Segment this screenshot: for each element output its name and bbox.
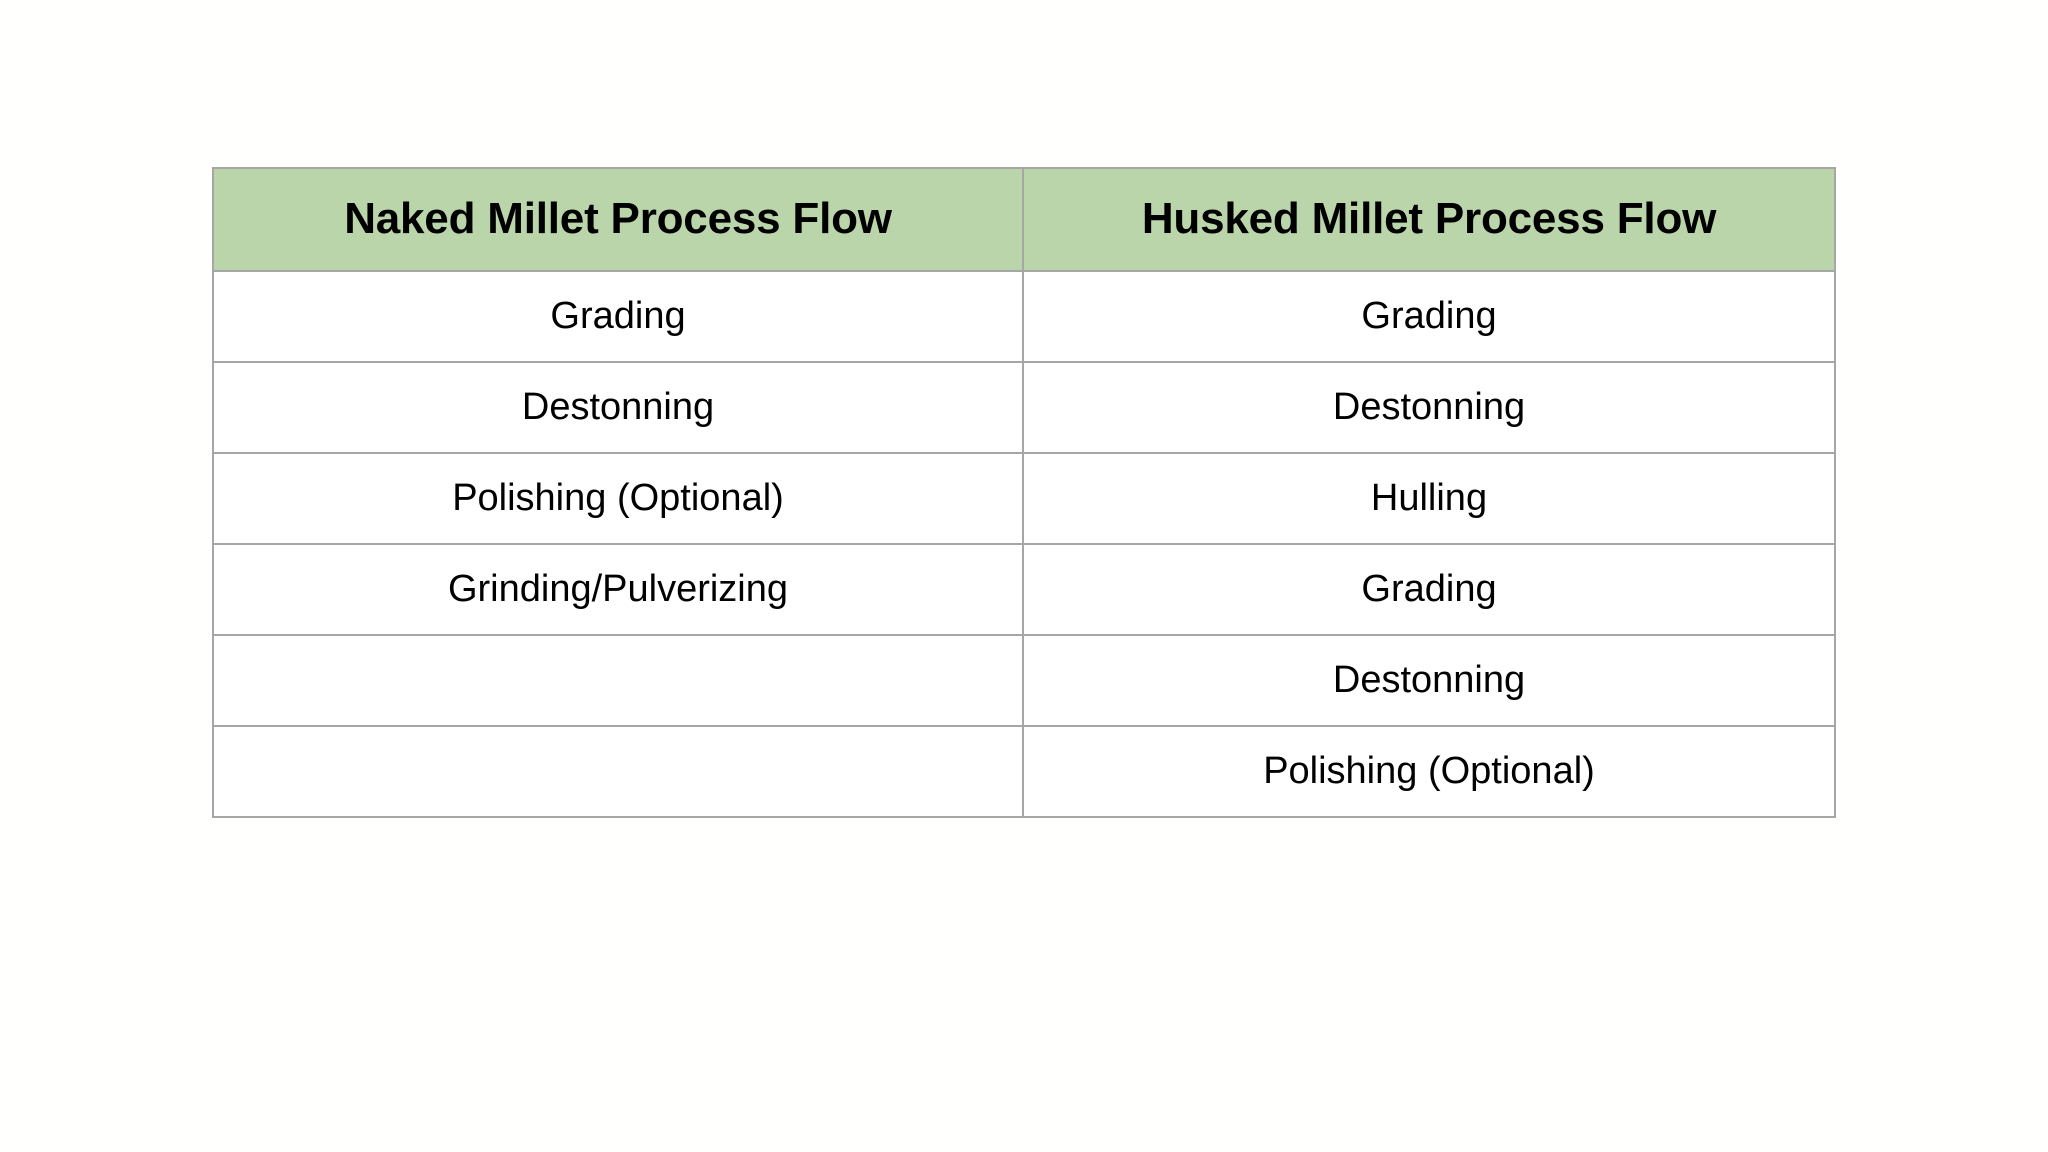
table-row: Destonning Destonning <box>212 361 1836 454</box>
table-row: Grading Grading <box>212 270 1836 363</box>
millet-process-flow-table: Naked Millet Process Flow Husked Millet … <box>212 167 1836 818</box>
table-row: Grinding/Pulverizing Grading <box>212 543 1836 636</box>
cell-husked-step-3: Hulling <box>1022 452 1836 545</box>
cell-naked-step-2: Destonning <box>212 361 1024 454</box>
table-row: Polishing (Optional) Hulling <box>212 452 1836 545</box>
column-header-naked-millet-label: Naked Millet Process Flow <box>344 194 892 244</box>
cell-naked-step-1-label: Grading <box>550 294 686 337</box>
cell-husked-step-6: Polishing (Optional) <box>1022 725 1836 818</box>
column-header-naked-millet: Naked Millet Process Flow <box>212 167 1024 272</box>
cell-naked-step-5-empty <box>212 634 1024 727</box>
cell-naked-step-4: Grinding/Pulverizing <box>212 543 1024 636</box>
table-header: Naked Millet Process Flow Husked Millet … <box>212 167 1836 272</box>
cell-naked-step-1: Grading <box>212 270 1024 363</box>
cell-naked-step-3-label: Polishing (Optional) <box>452 476 784 519</box>
cell-naked-step-3: Polishing (Optional) <box>212 452 1024 545</box>
cell-husked-step-1-label: Grading <box>1361 294 1497 337</box>
cell-husked-step-5: Destonning <box>1022 634 1836 727</box>
table-body: Grading Grading Destonning Destonning Po… <box>212 270 1836 818</box>
cell-husked-step-3-label: Hulling <box>1370 476 1488 519</box>
cell-naked-step-6-empty <box>212 725 1024 818</box>
cell-naked-step-5-label <box>214 680 1022 681</box>
cell-husked-step-5-label: Destonning <box>1332 658 1526 701</box>
cell-husked-step-2-label: Destonning <box>1332 385 1526 428</box>
cell-naked-step-6-label <box>214 771 1022 772</box>
cell-husked-step-2: Destonning <box>1022 361 1836 454</box>
column-header-husked-millet: Husked Millet Process Flow <box>1022 167 1836 272</box>
table-row: Polishing (Optional) <box>212 725 1836 818</box>
cell-husked-step-1: Grading <box>1022 270 1836 363</box>
column-header-husked-millet-label: Husked Millet Process Flow <box>1141 194 1717 244</box>
cell-husked-step-4: Grading <box>1022 543 1836 636</box>
cell-naked-step-4-label: Grinding/Pulverizing <box>447 567 789 610</box>
table-row: Destonning <box>212 634 1836 727</box>
cell-naked-step-2-label: Destonning <box>521 385 715 428</box>
cell-husked-step-4-label: Grading <box>1361 567 1497 610</box>
header-row: Naked Millet Process Flow Husked Millet … <box>212 167 1836 272</box>
cell-husked-step-6-label: Polishing (Optional) <box>1263 749 1595 792</box>
